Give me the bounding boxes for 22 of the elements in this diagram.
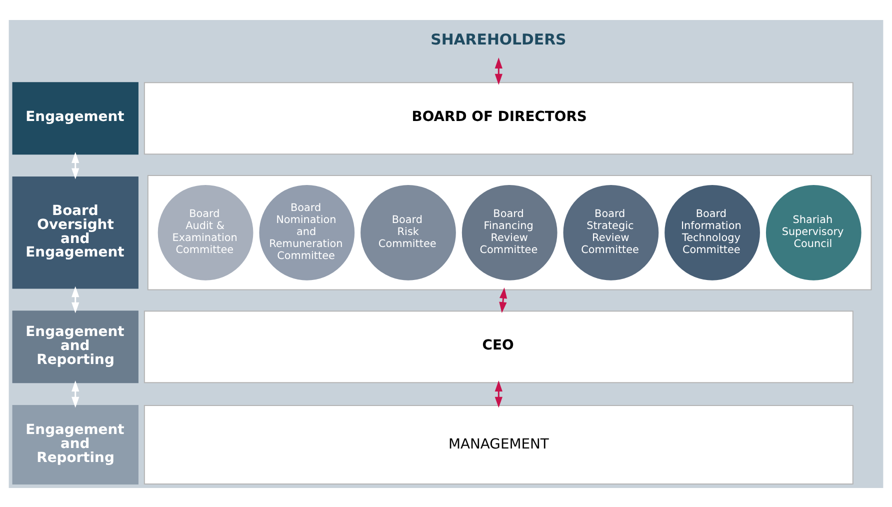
node-circle: Board Nomination and Remuneration Committee [259, 184, 355, 280]
node-box: Engagement [12, 82, 138, 154]
node-circle: Shariah Supervisory Council [766, 184, 862, 280]
node-box: Engagement and Reporting [12, 310, 138, 383]
node-text: SHAREHOLDERS [430, 30, 566, 48]
arrow [494, 380, 502, 408]
node-circle: Board Information Technology Committee [664, 184, 760, 280]
node-box: BOARD OF DIRECTORS [144, 82, 854, 154]
node-circle: Board Audit & Examination Committee [158, 184, 254, 280]
arrow [494, 57, 502, 84]
cluster [147, 174, 872, 290]
node-box: Board Oversight and Engagement [12, 176, 138, 288]
node-box: CEO [144, 310, 854, 383]
node-circle: Board Strategic Review Committee [563, 184, 659, 280]
arrow [72, 152, 80, 179]
node-box: Engagement and Reporting [12, 404, 138, 484]
arrow [72, 286, 80, 313]
arrow [72, 380, 80, 408]
node-circle: Board Risk Committee [360, 184, 456, 280]
node-circle: Board Financing Review Committee [462, 184, 558, 280]
arrow [499, 287, 508, 313]
node-box: MANAGEMENT [144, 404, 854, 484]
